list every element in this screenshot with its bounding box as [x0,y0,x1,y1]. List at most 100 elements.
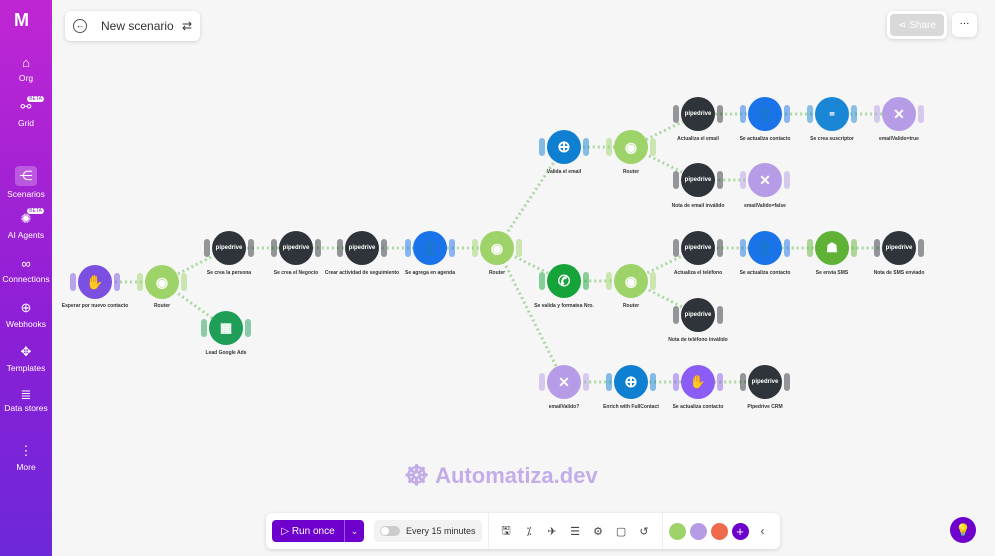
divider [661,513,663,549]
sidebar-item-ai-agents[interactable]: BETA✺AI Agents [0,208,52,240]
undo-icon[interactable]: ↺ [639,525,649,538]
schedule-toggle[interactable] [380,526,400,536]
brain-logo-icon: ☸ [404,460,430,491]
database-icon: ≣ [20,387,32,402]
share-button[interactable]: ⋖ Share [890,14,944,36]
google-sheets-node[interactable]: ▦ [201,311,251,345]
router-icon: ◉ [624,272,638,289]
swap-icon[interactable]: ⇄ [181,19,192,33]
hook-icon: ✋ [86,273,104,290]
sidebar-item-connections[interactable]: ∞Connections [0,256,52,284]
sidebar-item-templates[interactable]: ✥Templates [0,344,52,373]
globe-icon: ⊕ [624,374,638,391]
schedule-control[interactable]: Every 15 minutes [374,520,482,542]
add-module-icon[interactable]: + [731,522,749,540]
contacts-node[interactable]: 👤 [405,231,455,265]
sidebar-item-grid[interactable]: BETA⚯Grid [0,96,52,128]
sidebar: M ⌂Org BETA⚯Grid ⋲Scenarios BETA✺AI Agen… [0,0,52,556]
auto-align-icon[interactable]: ✈ [547,525,557,538]
android-sms-node[interactable]: ☗ [807,231,857,265]
connection [495,112,899,249]
puzzle-icon: ✥ [20,344,32,359]
sidebar-item-more[interactable]: ⋮More [0,443,52,472]
router-icon: ◉ [155,273,169,290]
pipedrive-node[interactable]: pipedrive [337,231,387,265]
link-icon: ∞ [21,256,31,271]
more-options-button[interactable]: ··· [952,13,977,37]
pipedrive-node[interactable]: pipedrive [204,231,254,265]
make-logo[interactable]: M [14,10,29,30]
router-tool-icon[interactable] [668,522,686,540]
contacts-node[interactable]: 👤 [740,231,790,265]
contacts-node[interactable]: 👤 [740,97,790,131]
bottom-toolbar: ▷ Run once ⌄ Every 15 minutes 🖫 ⁒ ✈ ☰ ⚙ … [266,513,780,549]
tools-node[interactable]: ✕ [539,365,589,399]
globe-icon: ⊕ [20,300,32,315]
help-button[interactable]: 💡 [950,517,976,543]
sidebar-item-webhooks[interactable]: ⊕Webhooks [0,300,52,329]
tools-icon: ✕ [558,373,570,390]
phone-icon: ✆ [557,273,571,290]
mailer-node[interactable]: ✉ [807,97,857,131]
magic-wand-icon[interactable]: ⁒ [526,525,532,538]
pipedrive-node[interactable]: pipedrive [271,231,321,265]
notes-icon[interactable]: ☰ [570,525,580,538]
run-options-dropdown[interactable]: ⌄ [344,520,364,542]
scenario-header: ← New scenario ⇄ [65,11,200,41]
sidebar-item-data-stores[interactable]: ≣Data stores [0,387,52,414]
router-icon: ◉ [624,138,638,155]
beta-badge: BETA [27,96,44,102]
hook-icon: ✋ [689,374,707,389]
pipedrive-node[interactable]: pipedrive [740,365,790,399]
collapse-chevron-icon[interactable]: ‹ [760,524,765,538]
http-node[interactable]: ⊕ [539,130,589,164]
scenario-title[interactable]: New scenario [101,19,174,33]
phone-node[interactable]: ✆ [539,264,589,298]
grid-icon: ⚯ [20,99,32,114]
sidebar-item-scenarios[interactable]: ⋲Scenarios [7,166,45,199]
http-node[interactable]: ⊕ [606,365,656,399]
mailer-icon: ✉ [829,111,835,118]
home-icon: ⌂ [22,55,30,70]
share-icon: ⋲ [15,166,37,186]
router-node[interactable]: ◉ [606,264,656,298]
tools-icon: ✕ [893,105,905,122]
sidebar-item-org[interactable]: ⌂Org [0,55,52,83]
globe-icon: ⊕ [557,139,571,156]
webhook-trigger-node[interactable]: ✋ [70,265,120,299]
play-icon: ▷ [281,525,292,537]
router-icon: ◉ [490,239,504,256]
note-icon[interactable]: ▢ [615,525,627,538]
sheet-icon: ▦ [219,320,233,335]
router-node[interactable]: ◉ [472,231,522,265]
watermark: ☸Automatiza.dev [404,460,598,491]
agent-icon: ✺ [20,211,32,226]
person-icon: 👤 [756,239,774,256]
person-icon: 👤 [421,239,439,256]
pipedrive-node[interactable]: pipedrive [673,298,723,332]
settings-icon[interactable]: ⚙ [593,525,603,538]
save-icon[interactable]: 🖫 [501,524,511,537]
android-icon: ☗ [826,240,838,255]
more-vertical-icon: ⋮ [19,443,33,458]
text-parser-icon[interactable] [710,522,728,540]
tools-node[interactable]: ✕ [874,97,924,131]
back-arrow-icon[interactable]: ← [73,19,87,33]
pipedrive-node[interactable]: pipedrive [673,231,723,265]
tools-icon: ✕ [759,171,771,188]
person-icon: 👤 [756,105,774,122]
pipedrive-node[interactable]: pipedrive [874,231,924,265]
run-once-button[interactable]: ▷ Run once [272,520,344,542]
webhook-response-node[interactable]: ✋ [673,365,723,399]
share-card: ⋖ Share [887,11,947,39]
divider [487,513,489,549]
beta-badge: BETA [27,208,44,214]
lightbulb-icon: 💡 [955,523,971,537]
pipedrive-node[interactable]: pipedrive [673,97,723,131]
router-node[interactable]: ◉ [606,130,656,164]
pipedrive-node[interactable]: pipedrive [673,163,723,197]
tools-icon[interactable] [689,522,707,540]
router-node[interactable]: ◉ [137,265,187,299]
share-icon: ⋖ [898,19,910,31]
tools-node[interactable]: ✕ [740,163,790,197]
